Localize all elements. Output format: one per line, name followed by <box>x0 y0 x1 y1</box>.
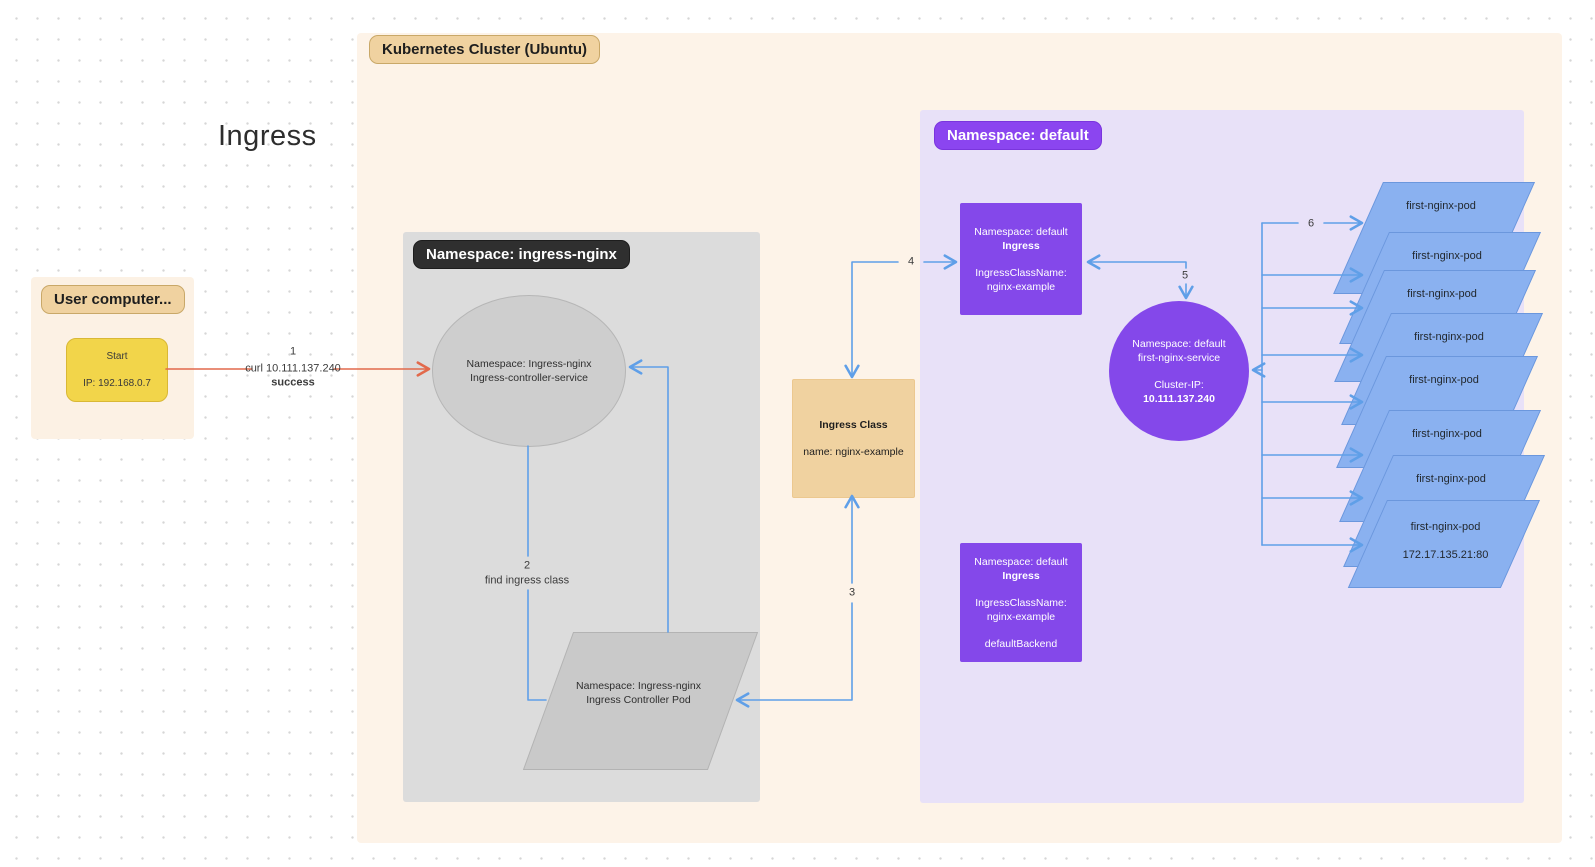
start-node-title: Start <box>106 350 128 362</box>
pod-ip-label: 172.17.135.21:80 <box>1402 549 1489 561</box>
first-nginx-pod-node[interactable]: first-nginx-pod 172.17.135.21:80 <box>1387 500 1540 588</box>
first-nginx-pod-node[interactable]: first-nginx-pod <box>1389 410 1541 522</box>
cluster-ip-key: Cluster-IP: <box>1154 378 1204 391</box>
ingress-classname-key: IngressClassName: <box>975 266 1067 279</box>
first-nginx-pod-node[interactable]: first-nginx-pod <box>1383 182 1535 294</box>
service-name-text: first-nginx-service <box>1137 351 1221 364</box>
ingress-ns-text: Namespace: default <box>974 555 1068 568</box>
first-nginx-pod-node[interactable]: first-nginx-pod <box>1386 356 1538 468</box>
start-node-ip: IP: 192.168.0.7 <box>83 377 151 389</box>
namespace-default-label[interactable]: Namespace: default <box>934 121 1102 150</box>
first-nginx-service-node[interactable]: Namespace: default first-nginx-service C… <box>1109 301 1249 441</box>
edge-1-status: success <box>271 376 315 389</box>
ingress-class-name: name: nginx-example <box>803 446 904 458</box>
service-ns-text: Namespace: default <box>1132 337 1226 350</box>
ingress-classname-value: nginx-example <box>986 610 1056 623</box>
ingress-title-text: Ingress <box>1002 239 1040 252</box>
ingress-ns-text: Namespace: default <box>974 225 1068 238</box>
cluster-label[interactable]: Kubernetes Cluster (Ubuntu) <box>369 35 601 64</box>
pod-namespace-text: Namespace: Ingress-nginx <box>576 680 701 692</box>
pod-name-text: Ingress Controller Pod <box>586 694 691 706</box>
ingress-controller-pod-node[interactable]: Namespace: Ingress-nginx Ingress Control… <box>548 632 733 770</box>
first-nginx-pod-node[interactable]: first-nginx-pod <box>1384 270 1536 382</box>
first-nginx-pod-node[interactable]: first-nginx-pod <box>1393 455 1545 567</box>
start-node[interactable]: Start IP: 192.168.0.7 <box>66 338 168 402</box>
pod-name-label: first-nginx-pod <box>1410 521 1481 533</box>
ingress-resource-node[interactable]: Namespace: default Ingress IngressClassN… <box>960 203 1082 315</box>
edge-4-number: 4 <box>907 255 915 268</box>
ingress-controller-service-node[interactable]: Namespace: Ingress-nginx Ingress-control… <box>432 295 626 447</box>
ingress-default-backend-node[interactable]: Namespace: default Ingress IngressClassN… <box>960 543 1082 662</box>
user-computer-label[interactable]: User computer... <box>41 285 185 314</box>
page-title: Ingress <box>218 120 317 152</box>
ingress-class-node[interactable]: Ingress Class name: nginx-example <box>792 379 915 498</box>
pod-name-label: first-nginx-pod <box>1407 288 1477 300</box>
pod-name-label: first-nginx-pod <box>1406 200 1476 212</box>
ingress-classname-value: nginx-example <box>986 280 1056 293</box>
edge-5-number: 5 <box>1181 269 1189 282</box>
ingress-controller-pod-text: Namespace: Ingress-nginx Ingress Control… <box>546 624 731 762</box>
edge-6-number: 6 <box>1307 217 1315 230</box>
pod-name-label: first-nginx-pod <box>1412 250 1482 262</box>
service-namespace-text: Namespace: Ingress-nginx <box>466 358 592 370</box>
ingress-classname-key: IngressClassName: <box>975 596 1067 609</box>
namespace-ingress-nginx-label[interactable]: Namespace: ingress-nginx <box>413 240 630 269</box>
default-backend-text: defaultBackend <box>984 637 1058 650</box>
edge-3-number: 3 <box>848 586 856 599</box>
edge-1-number: 1 <box>289 345 297 358</box>
edge-2-number: 2 <box>523 559 531 572</box>
cluster-ip-value: 10.111.137.240 <box>1143 392 1215 405</box>
first-nginx-pod-node[interactable]: first-nginx-pod <box>1389 232 1541 344</box>
service-name-text: Ingress-controller-service <box>470 372 588 384</box>
ingress-title-text: Ingress <box>1002 569 1040 582</box>
pod-name-label: first-nginx-pod <box>1416 473 1486 485</box>
first-nginx-pod-node[interactable]: first-nginx-pod <box>1391 313 1543 425</box>
pod-name-label: first-nginx-pod <box>1414 331 1484 343</box>
ingress-class-title: Ingress Class <box>819 419 888 431</box>
pod-name-label: first-nginx-pod <box>1412 428 1482 440</box>
edge-1-label: curl 10.111.137.240 <box>245 362 341 375</box>
edge-2-label: find ingress class <box>484 574 570 587</box>
pod-name-label: first-nginx-pod <box>1409 374 1479 386</box>
